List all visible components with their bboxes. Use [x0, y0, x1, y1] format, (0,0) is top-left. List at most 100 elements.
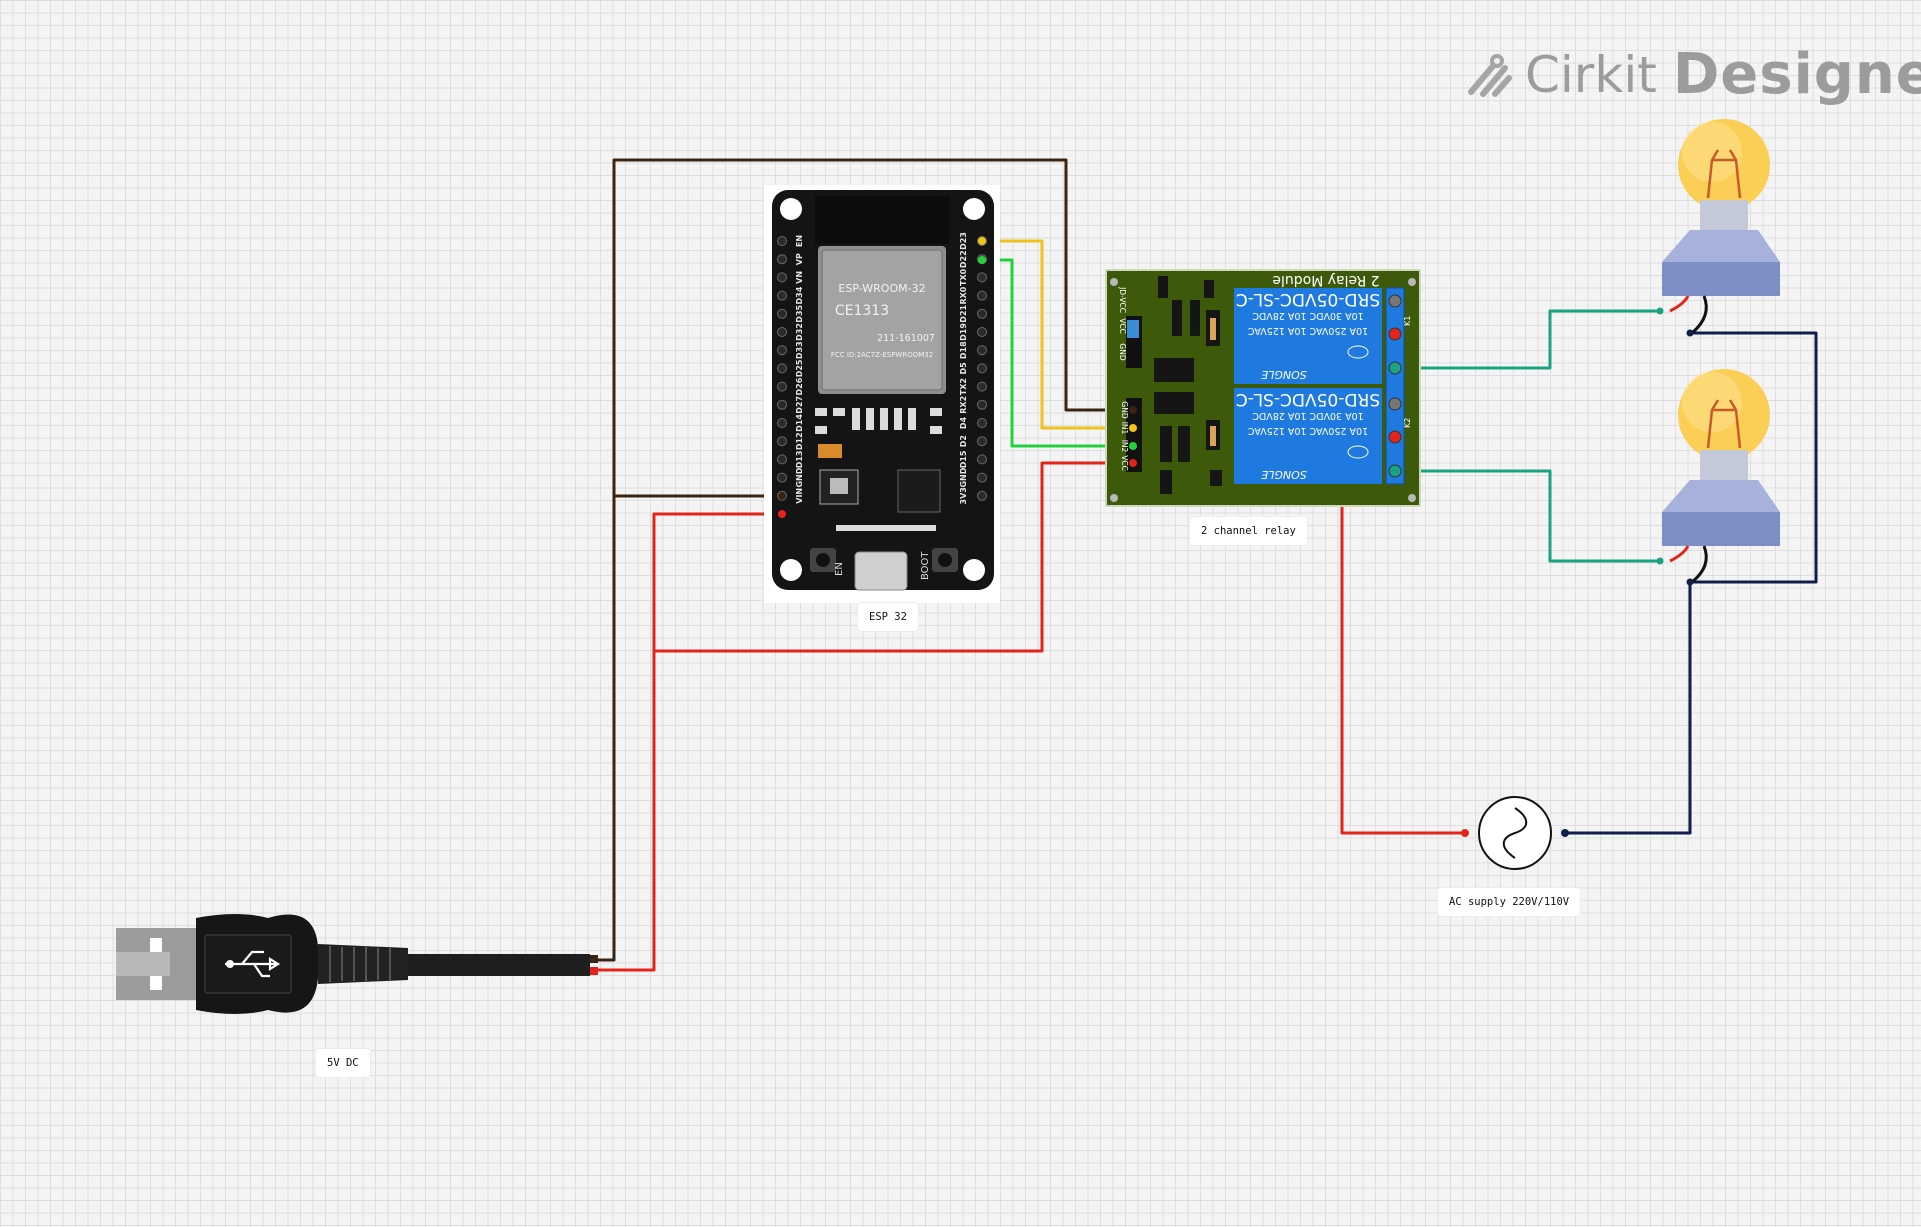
esp-left-pin-label: D25	[795, 359, 804, 377]
esp-right-pin-column: D23D22TX0RX0D21D19D18D5TX2RX2D4D2D15GND3…	[959, 232, 987, 504]
esp-left-pin[interactable]	[777, 418, 787, 428]
esp-right-pin-label: D22	[959, 250, 968, 268]
wire-neutral-ac[interactable]	[1565, 582, 1692, 835]
relay-k1-model: SRD-05VDC-SL-C	[1236, 289, 1380, 309]
esp-right-pin[interactable]	[977, 454, 987, 465]
esp-left-pin[interactable]	[777, 454, 787, 465]
relay-k2-rating1: 10A 250VAC 10A 125VAC	[1248, 425, 1369, 436]
sine-wave-icon	[1502, 807, 1528, 859]
esp-right-pin[interactable]	[977, 345, 987, 356]
esp-left-pin[interactable]	[777, 436, 787, 447]
wire-vin-usb[interactable]	[594, 512, 780, 972]
esp-left-pin-column: ENVPVND34D35D32D33D25D26D27D14D12D13GNDV…	[777, 235, 804, 504]
esp-left-pin[interactable]	[777, 308, 787, 319]
relay-input-pin-label: VCC	[1120, 455, 1129, 471]
esp-left-pin-label: VN	[795, 271, 804, 284]
lamp-2[interactable]	[1656, 369, 1781, 586]
relay-k2-rating2: 10A 30VDC 10A 28VDC	[1252, 410, 1364, 421]
esp-right-pin[interactable]	[977, 272, 987, 283]
wire-gnd-esp-relay[interactable]	[612, 158, 1130, 498]
esp-right-pin-label: D21	[959, 304, 968, 322]
esp-left-pin[interactable]	[777, 327, 787, 337]
relay-k2-maker: SONGLE	[1261, 468, 1307, 481]
wire-gnd-usb[interactable]	[594, 496, 616, 962]
esp-right-pin[interactable]	[977, 472, 987, 483]
relay-k1-maker: SONGLE	[1261, 368, 1307, 381]
esp-left-pin[interactable]	[777, 272, 787, 283]
relay-input-pin-label: GND	[1120, 401, 1129, 418]
esp-right-pin[interactable]	[977, 418, 987, 428]
ac-supply-terminal-2[interactable]	[1561, 829, 1569, 837]
wire-relay-k2-lamp2[interactable]	[1395, 469, 1660, 563]
esp32-label[interactable]: ESP 32	[858, 603, 918, 631]
esp-right-pin-label: D23	[959, 232, 968, 250]
esp-left-pin[interactable]	[777, 345, 787, 356]
ac-supply-label[interactable]: AC supply 220V/110V	[1438, 888, 1581, 916]
esp-right-pin-label: D18	[959, 341, 968, 359]
pin-d22-connector[interactable]	[978, 256, 986, 264]
micro-usb-port	[854, 551, 908, 591]
esp-fcc-text: FCC ID:2AC7Z-ESPWROOM32	[831, 351, 933, 359]
relay-in1-connector[interactable]	[1129, 424, 1137, 432]
relay-label[interactable]: 2 channel relay	[1190, 517, 1307, 545]
esp-left-pin-label: D26	[795, 377, 804, 395]
pin-d23-connector[interactable]	[978, 237, 986, 245]
wire-vcc-relay[interactable]	[654, 461, 1130, 653]
relay-k2-model: SRD-05VDC-SL-C	[1236, 389, 1380, 409]
wire-neutral-lamps[interactable]	[1690, 331, 1818, 584]
esp-cert-text: CE1313	[835, 303, 889, 319]
esp-left-pin[interactable]	[777, 399, 787, 410]
esp-left-pin[interactable]	[777, 236, 787, 246]
boot-button-label: BOOT	[920, 551, 931, 580]
relay-k1-rating1: 10A 250VAC 10A 125VAC	[1248, 325, 1369, 336]
ac-supply[interactable]	[1461, 796, 1569, 870]
esp-right-pin[interactable]	[977, 327, 987, 337]
relay-k2-label: K2	[1403, 418, 1412, 428]
esp-right-pin-label: D5	[959, 362, 968, 375]
usb-cable[interactable]	[116, 914, 598, 1014]
relay-vcc-connector[interactable]	[1129, 459, 1137, 467]
esp-left-pin-label: D32	[795, 323, 804, 341]
esp-right-pin-label: TX2	[959, 378, 968, 395]
wire-relay-k1-lamp1[interactable]	[1395, 309, 1660, 370]
esp-right-pin[interactable]	[977, 490, 987, 501]
ac-supply-terminal-1[interactable]	[1461, 829, 1469, 837]
esp-left-pin[interactable]	[777, 254, 787, 265]
esp-right-pin[interactable]	[977, 363, 987, 374]
esp-right-pin[interactable]	[977, 308, 987, 319]
lamp-1[interactable]	[1656, 119, 1781, 337]
esp-left-pin-label: D14	[795, 414, 804, 432]
relay-jumper-pin-label: GND	[1118, 343, 1127, 360]
esp-left-pin[interactable]	[777, 363, 787, 374]
esp-left-pin[interactable]	[777, 472, 787, 483]
relay-input-pin-label: IN1	[1120, 422, 1129, 435]
pin-vin-connector[interactable]	[778, 510, 786, 518]
brand-name-part2: Designer	[1672, 42, 1921, 107]
relay-k2: SRD-05VDC-SL-C 10A 250VAC 10A 125VAC 10A…	[1234, 388, 1382, 484]
relay-jumper-pin-label: VCC	[1118, 318, 1127, 334]
relay-gnd-connector[interactable]	[1129, 406, 1137, 414]
esp-right-pin[interactable]	[977, 436, 987, 447]
esp-left-pin-label: D33	[795, 341, 804, 359]
esp-left-pin-label: VIN	[795, 488, 804, 504]
esp-right-pin[interactable]	[977, 290, 987, 301]
esp-right-pin[interactable]	[977, 399, 987, 410]
relay-in2-connector[interactable]	[1129, 442, 1137, 450]
esp-left-pin[interactable]	[777, 381, 787, 392]
en-button-label: EN	[834, 562, 845, 576]
esp-right-pin-label: D4	[959, 416, 968, 429]
pin-gnd-connector[interactable]	[778, 492, 786, 500]
relay-board-title: 2 Relay Module	[1272, 272, 1379, 288]
usb-label[interactable]: 5V DC	[316, 1049, 370, 1077]
esp-left-pin[interactable]	[777, 290, 787, 301]
esp-left-pin-label: GND	[795, 467, 804, 487]
esp-module-text: ESP-WROOM-32	[838, 282, 925, 295]
esp-right-pin[interactable]	[977, 381, 987, 392]
esp-left-pin-label: D12	[795, 432, 804, 450]
esp-right-pin-label: GND	[959, 467, 968, 487]
esp-right-pin-label: D19	[959, 323, 968, 341]
esp32-board[interactable]: ESP-WROOM-32 CE1313 211-161007 FCC ID:2A…	[764, 185, 1000, 603]
wire-d23-in1[interactable]	[982, 239, 1130, 430]
